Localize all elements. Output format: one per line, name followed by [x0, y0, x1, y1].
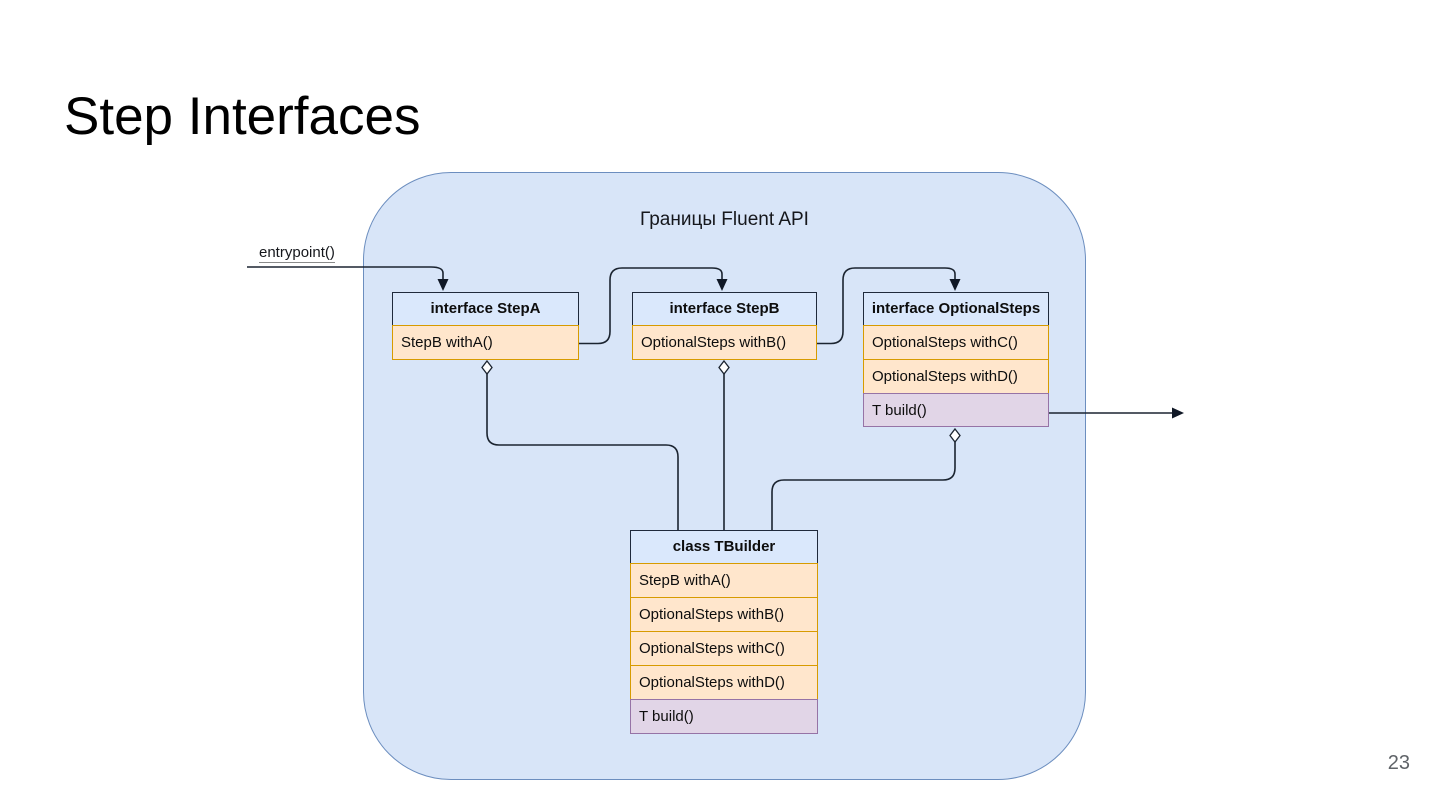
- method-row-tbuilder-witha: StepB withA(): [630, 563, 818, 598]
- page-number: 23: [1387, 752, 1410, 774]
- class-box-tbuilder-title: class TBuilder: [630, 530, 818, 564]
- class-box-stepa: interface StepA StepB withA(): [392, 292, 579, 360]
- method-row-optionalsteps-withd: OptionalSteps withD(): [863, 359, 1049, 394]
- class-box-tbuilder: class TBuilder StepB withA() OptionalSte…: [630, 530, 818, 734]
- method-row-tbuilder-withc: OptionalSteps withC(): [630, 631, 818, 666]
- method-row-stepa-witha: StepB withA(): [392, 325, 579, 360]
- method-row-optionalsteps-withc: OptionalSteps withC(): [863, 325, 1049, 360]
- method-row-optionalsteps-build: T build(): [863, 393, 1049, 427]
- method-row-tbuilder-build: T build(): [630, 699, 818, 734]
- class-box-stepb: interface StepB OptionalSteps withB(): [632, 292, 817, 360]
- method-row-stepb-withb: OptionalSteps withB(): [632, 325, 817, 360]
- entrypoint-label: entrypoint(): [259, 244, 335, 263]
- fluent-api-boundary-label: Границы Fluent API: [640, 209, 809, 230]
- class-box-optionalsteps: interface OptionalSteps OptionalSteps wi…: [863, 292, 1049, 427]
- method-row-tbuilder-withb: OptionalSteps withB(): [630, 597, 818, 632]
- method-row-tbuilder-withd: OptionalSteps withD(): [630, 665, 818, 700]
- class-box-stepb-title: interface StepB: [632, 292, 817, 326]
- page-title: Step Interfaces: [64, 87, 421, 146]
- class-box-optionalsteps-title: interface OptionalSteps: [863, 292, 1049, 326]
- arrowhead-build-exit: [1172, 407, 1184, 419]
- class-box-stepa-title: interface StepA: [392, 292, 579, 326]
